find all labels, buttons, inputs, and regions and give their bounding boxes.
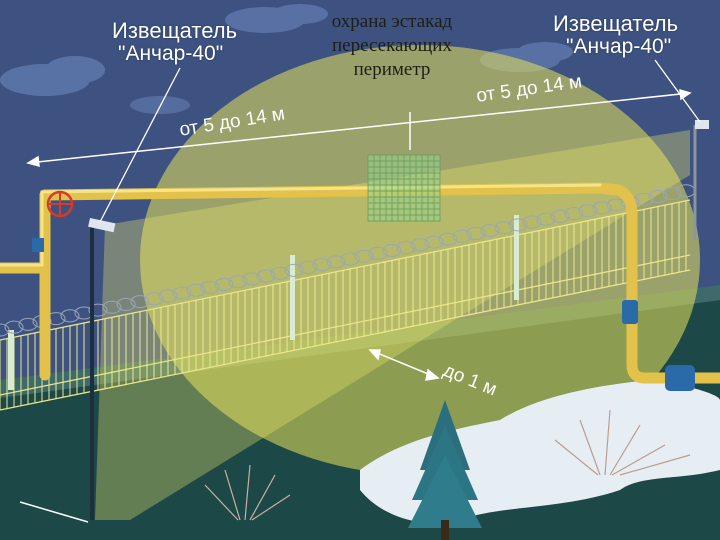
valve-wheel-icon [46,190,74,218]
bush-left [204,464,291,521]
caption-line-2: пересекающих [332,35,452,56]
cloud-mid [130,96,190,114]
fence-posts [8,215,519,390]
detector-head-right [695,120,709,129]
fir-tree [408,400,482,540]
cloud-top [225,4,328,33]
valve-bottom [665,365,695,391]
pipeline [0,182,720,384]
mesh-grid [367,154,441,222]
pipeline-highlight [0,183,602,267]
caption-line-1: охрана эстакад [331,11,453,32]
valve-right [622,300,638,324]
detector-left-model: "Анчар-40" [118,42,224,65]
detector-head-left [88,218,116,233]
fence [0,199,691,411]
leader-lines [99,59,701,223]
razor-wire [0,184,696,337]
detector-left-name: Извещатель [112,18,238,43]
dimension-arrows [19,88,692,523]
bush-right [554,409,691,476]
detector-right-name: Извещатель [553,11,679,36]
detector-right-model: "Анчар-40" [566,35,672,58]
fence-bars [0,200,687,410]
scene-caption: охрана эстакад пересекающих периметр [292,10,492,82]
valve-left [32,238,44,252]
cloud-left [0,56,105,96]
caption-line-3: периметр [353,59,431,80]
